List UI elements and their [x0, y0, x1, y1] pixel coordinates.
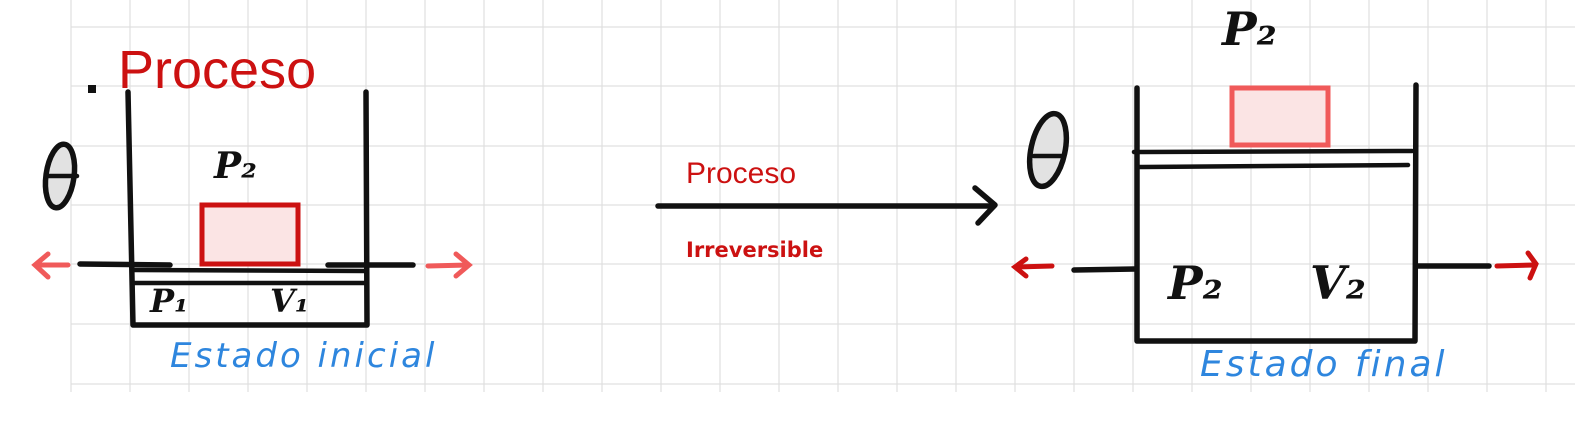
process-label: Proceso: [686, 157, 797, 190]
piston-bottom-final: [1134, 162, 1411, 170]
initial-state-diagram: [31, 89, 473, 328]
piston-top-initial: [131, 267, 368, 274]
mass-label-final: P₂: [1222, 2, 1277, 56]
arrow-left-initial: [31, 251, 71, 280]
mass-label-initial: P₂: [214, 145, 257, 187]
stop-left-initial: [77, 261, 173, 268]
mass-block-initial: [199, 202, 301, 267]
arrow-right-final: [1494, 250, 1539, 281]
irreversible-label: Irreversible: [686, 238, 824, 262]
volume-label-final: V₂: [1310, 256, 1366, 310]
arrow-right-initial: [425, 251, 473, 279]
theta-icon: [1026, 110, 1070, 190]
piston-top-final: [1131, 148, 1415, 155]
final-state-diagram: [1010, 82, 1539, 344]
theta-icon: [42, 141, 80, 211]
stop-left-final: [1071, 266, 1138, 273]
title-bullet: [88, 85, 96, 93]
cylinder-final: [1134, 82, 1419, 344]
mass-block-final: [1229, 85, 1331, 148]
caption-final: Estado final: [1200, 344, 1448, 385]
volume-label-initial: V₁: [270, 282, 309, 320]
page-title: Proceso: [118, 40, 317, 100]
cylinder-initial: [125, 89, 370, 328]
arrow-left-final: [1010, 256, 1055, 279]
pressure-label-final: P₂: [1168, 256, 1223, 310]
process-arrow: [655, 185, 998, 226]
pressure-label-initial: P₁: [150, 282, 189, 320]
caption-initial: Estado inicial: [170, 336, 438, 376]
